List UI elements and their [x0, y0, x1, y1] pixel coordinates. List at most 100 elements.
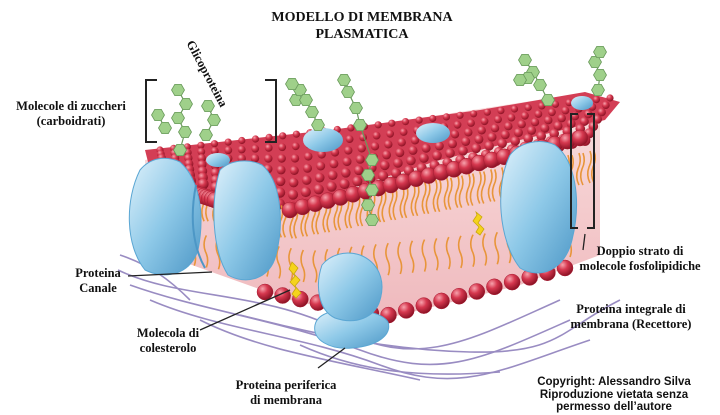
head	[314, 172, 325, 183]
tail	[410, 183, 416, 217]
head	[410, 136, 420, 145]
sugar-unit	[518, 54, 532, 66]
head	[421, 143, 431, 153]
head	[384, 140, 393, 149]
head	[487, 132, 497, 142]
head	[278, 143, 287, 152]
head	[597, 108, 606, 117]
head	[251, 135, 260, 143]
head	[374, 121, 382, 129]
tail	[482, 233, 488, 266]
sugar-unit	[337, 74, 351, 86]
head	[484, 141, 494, 151]
head	[477, 126, 486, 135]
head	[388, 119, 396, 127]
copyright-notice: Copyright: Alessandro Silva Riproduzione…	[537, 376, 691, 413]
head	[238, 136, 246, 145]
tail	[458, 175, 464, 208]
head	[534, 110, 543, 118]
head	[397, 302, 415, 319]
tail	[579, 152, 586, 186]
head	[530, 118, 540, 127]
head	[524, 103, 532, 112]
label-cholesterol: Molecola di colesterolo	[136, 326, 200, 355]
sugar-unit	[285, 78, 299, 90]
head	[251, 144, 260, 153]
tail	[421, 181, 427, 215]
tail	[421, 239, 427, 272]
head	[197, 141, 205, 149]
head	[250, 154, 260, 163]
head	[345, 135, 354, 144]
head	[224, 146, 233, 155]
tail	[586, 150, 593, 184]
sugar-unit	[365, 153, 379, 167]
head	[256, 283, 274, 301]
sugar-unit	[361, 198, 375, 212]
head	[579, 117, 589, 126]
surface-proteins	[206, 96, 593, 167]
label-sugars: Molecole di zuccheri (carboidrati)	[16, 99, 126, 128]
head	[470, 110, 478, 118]
head	[301, 175, 312, 185]
head	[517, 120, 526, 129]
head	[347, 124, 355, 132]
tail	[409, 240, 415, 274]
head	[513, 128, 523, 138]
sugar-unit	[305, 106, 319, 118]
tail	[454, 175, 460, 208]
sugar-unit	[201, 100, 215, 112]
head	[549, 128, 559, 139]
head	[399, 128, 408, 136]
head	[453, 120, 462, 129]
head	[536, 131, 546, 141]
head	[450, 287, 468, 305]
head	[490, 124, 500, 133]
head	[561, 106, 570, 115]
head	[264, 154, 273, 163]
head	[382, 150, 392, 160]
head	[277, 154, 286, 163]
head	[372, 131, 381, 140]
head	[210, 140, 219, 148]
label-peripheral-protein: Proteina periferica di membrana	[235, 378, 337, 407]
sugar-link	[524, 59, 549, 101]
head	[556, 259, 574, 277]
sugar-unit	[171, 112, 185, 124]
head	[503, 273, 521, 291]
head	[344, 146, 353, 155]
bracket-lines	[145, 79, 595, 229]
head	[327, 170, 338, 180]
head	[507, 113, 516, 122]
tail	[465, 173, 471, 206]
head	[265, 133, 273, 141]
head	[544, 116, 553, 125]
head	[456, 111, 464, 119]
sugar-unit	[365, 183, 379, 197]
sugar-unit	[158, 122, 172, 135]
head	[474, 134, 484, 144]
tail	[469, 173, 475, 206]
head	[341, 168, 351, 178]
sugar-unit	[541, 94, 555, 106]
sugar-unit	[361, 168, 375, 182]
head	[497, 138, 507, 149]
head	[540, 123, 550, 133]
head	[313, 184, 324, 195]
head	[326, 181, 337, 192]
head	[287, 189, 299, 200]
head	[393, 158, 403, 168]
head	[292, 130, 300, 138]
head	[483, 108, 491, 116]
head	[290, 154, 300, 163]
sugar-unit	[199, 128, 213, 142]
tail	[487, 169, 493, 202]
head	[601, 101, 610, 109]
head	[378, 170, 389, 182]
head	[354, 165, 364, 176]
tail	[392, 187, 398, 221]
tail	[403, 185, 409, 219]
sugar-unit	[365, 213, 379, 227]
head	[197, 147, 206, 156]
